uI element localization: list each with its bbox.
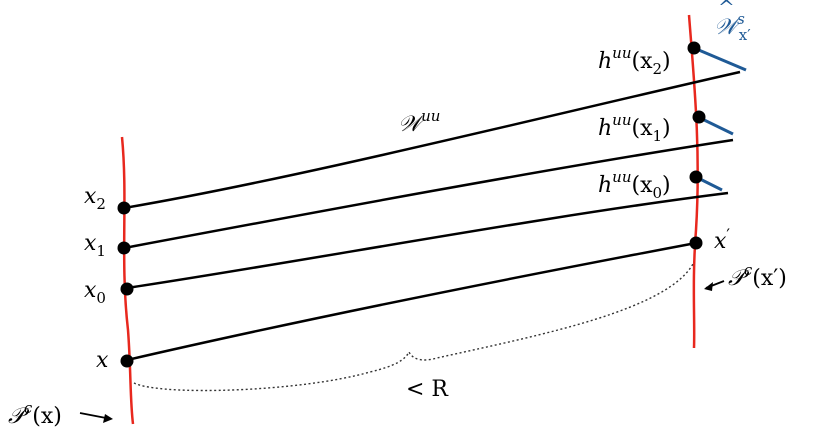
label-x1: x1 bbox=[84, 231, 106, 260]
point-h2 bbox=[687, 41, 701, 55]
label-pc-x: 𝒫c(x) bbox=[8, 399, 62, 429]
label-x-prime: x′ bbox=[714, 225, 730, 254]
point-h1 bbox=[692, 110, 706, 124]
label-x0: x0 bbox=[84, 278, 106, 307]
unstable-curve-x2 bbox=[123, 70, 741, 210]
point-x1 bbox=[117, 241, 131, 255]
arrow-pc-x bbox=[79, 412, 107, 419]
point-x bbox=[120, 354, 134, 368]
left-center-leaf bbox=[120, 136, 135, 425]
arrowhead-pc-x bbox=[103, 414, 113, 423]
distance-bracket bbox=[133, 261, 695, 392]
stable-segment-x2 bbox=[693, 46, 747, 72]
point-x0 bbox=[120, 282, 134, 296]
unstable-curve-x0 bbox=[126, 191, 729, 290]
label-h2: huu(x2) bbox=[598, 44, 671, 78]
point-x2 bbox=[117, 201, 131, 215]
point-h0 bbox=[689, 170, 703, 184]
point-x-prime bbox=[689, 236, 703, 250]
unstable-curve-x bbox=[126, 241, 697, 362]
label-distance: < R bbox=[406, 377, 449, 402]
arrowhead-pc-x-prime bbox=[704, 282, 713, 291]
label-x: x bbox=[96, 348, 109, 373]
label-w-s-hat: ^ bbox=[718, 0, 735, 19]
label-h0: huu(x0) bbox=[598, 168, 671, 202]
label-w-uu: 𝒲uu bbox=[398, 107, 440, 137]
label-pc-x-prime: 𝒫c(x′) bbox=[728, 261, 787, 291]
right-center-leaf bbox=[687, 14, 699, 349]
label-x2: x2 bbox=[84, 184, 106, 213]
label-h1: huu(x1) bbox=[598, 111, 671, 145]
unstable-curve-x1 bbox=[123, 138, 734, 250]
